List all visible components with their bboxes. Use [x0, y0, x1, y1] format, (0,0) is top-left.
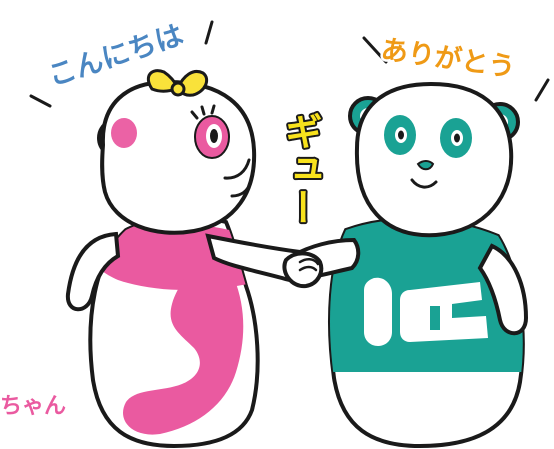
pink-bear-arm — [65, 231, 121, 312]
teal-panda-letter-right — [400, 282, 488, 342]
teal-panda-nose — [416, 160, 435, 171]
bow-icon — [146, 69, 209, 97]
teal-panda-letter-left — [364, 277, 392, 346]
pink-bear-head — [100, 79, 257, 235]
hug-hands — [282, 251, 324, 289]
teal-panda-character — [286, 81, 529, 449]
pink-bear-pattern — [123, 248, 244, 435]
pink-bear-eyelash — [190, 104, 216, 120]
teal-panda-arm — [477, 243, 529, 336]
pink-bear-mouth — [223, 158, 251, 180]
teal-panda-mouth — [410, 178, 438, 189]
teal-panda-letter-right-inner — [430, 306, 440, 330]
teal-panda-head — [354, 81, 514, 238]
speech-lines-right — [362, 36, 550, 102]
pink-bear-cheek-line — [230, 180, 253, 198]
caption-left-text: ちゃん — [0, 394, 66, 419]
pink-bear-character — [65, 69, 318, 449]
speech-lines-left — [29, 20, 214, 108]
pink-bear-blush — [111, 118, 137, 148]
greeting-right-text: ありがとう — [379, 33, 517, 83]
hug-text: ギュー — [278, 112, 322, 226]
